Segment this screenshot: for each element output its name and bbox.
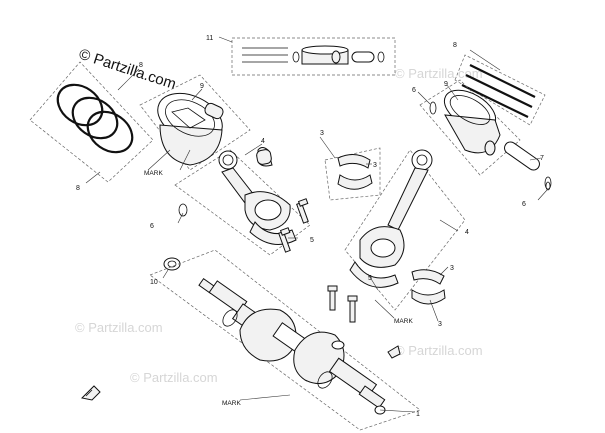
- bearing-small: [331, 340, 345, 350]
- callout-5-right: 5: [368, 275, 372, 282]
- ring-box-left: [29, 61, 154, 183]
- callout-4-right: 4: [465, 229, 469, 236]
- pin-and-clips-right: [429, 101, 552, 190]
- woodruff-key: [387, 345, 401, 359]
- rod-bolts-left: [278, 198, 309, 253]
- bearing-halves-left: [256, 147, 381, 201]
- callout-3-right: 3: [438, 321, 442, 328]
- callout-3-left: 3: [373, 162, 377, 169]
- mark-label-rod-right: MARK: [394, 318, 413, 325]
- callout-6-right-top: 6: [412, 87, 416, 94]
- bearing-halves-right: [411, 269, 446, 305]
- con-rod-right: [344, 149, 466, 311]
- con-rod-left: [174, 149, 311, 256]
- callout-5-left: 5: [310, 237, 314, 244]
- piston-right: [419, 79, 521, 176]
- leader-lines: [85, 36, 548, 413]
- oil-seal: [163, 257, 181, 271]
- callout-6-left: 6: [150, 223, 154, 230]
- watermark-faint-right: © Partzilla.com: [395, 343, 483, 358]
- callout-8-right: 8: [453, 42, 457, 49]
- callout-3-right-top: 3: [450, 265, 454, 272]
- callout-labels: 11 8 9 8 4 3 3 6 5 8 9 6 7 6 4 3 3 5 10 …: [76, 35, 544, 418]
- watermark-faint-top-right: © Partzilla.com: [395, 66, 483, 81]
- front-arrow-icon: [80, 385, 101, 401]
- callout-7-right: 7: [540, 155, 544, 162]
- watermark-faint-left: © Partzilla.com: [75, 320, 163, 335]
- watermark-faint-bottom: © Partzilla.com: [130, 370, 218, 385]
- callout-11: 11: [206, 35, 213, 42]
- callout-3-left-top: 3: [320, 130, 324, 137]
- callout-9-right: 9: [444, 81, 448, 88]
- callout-6-right: 6: [522, 201, 526, 208]
- mark-labels: MARK MARK MARK: [144, 170, 413, 407]
- callout-4-left: 4: [261, 138, 265, 145]
- callout-7-left: 8: [139, 62, 143, 69]
- callout-1: 1: [416, 411, 420, 418]
- ring-set-box: [231, 37, 396, 76]
- watermark-main: © Partzilla.com: [77, 46, 178, 93]
- clip-right-small: [545, 181, 551, 191]
- callout-9-left: 9: [200, 83, 204, 90]
- callout-8-left: 8: [76, 185, 80, 192]
- callout-10: 10: [150, 279, 158, 286]
- rod-bolts-right: [327, 285, 358, 323]
- mark-label-crankshaft: MARK: [222, 400, 241, 407]
- crankshaft: [149, 249, 421, 431]
- mark-label-piston-left: MARK: [144, 170, 163, 177]
- ring-box-right: [454, 54, 546, 126]
- piston-left: [139, 74, 251, 171]
- clip-left: [178, 203, 188, 217]
